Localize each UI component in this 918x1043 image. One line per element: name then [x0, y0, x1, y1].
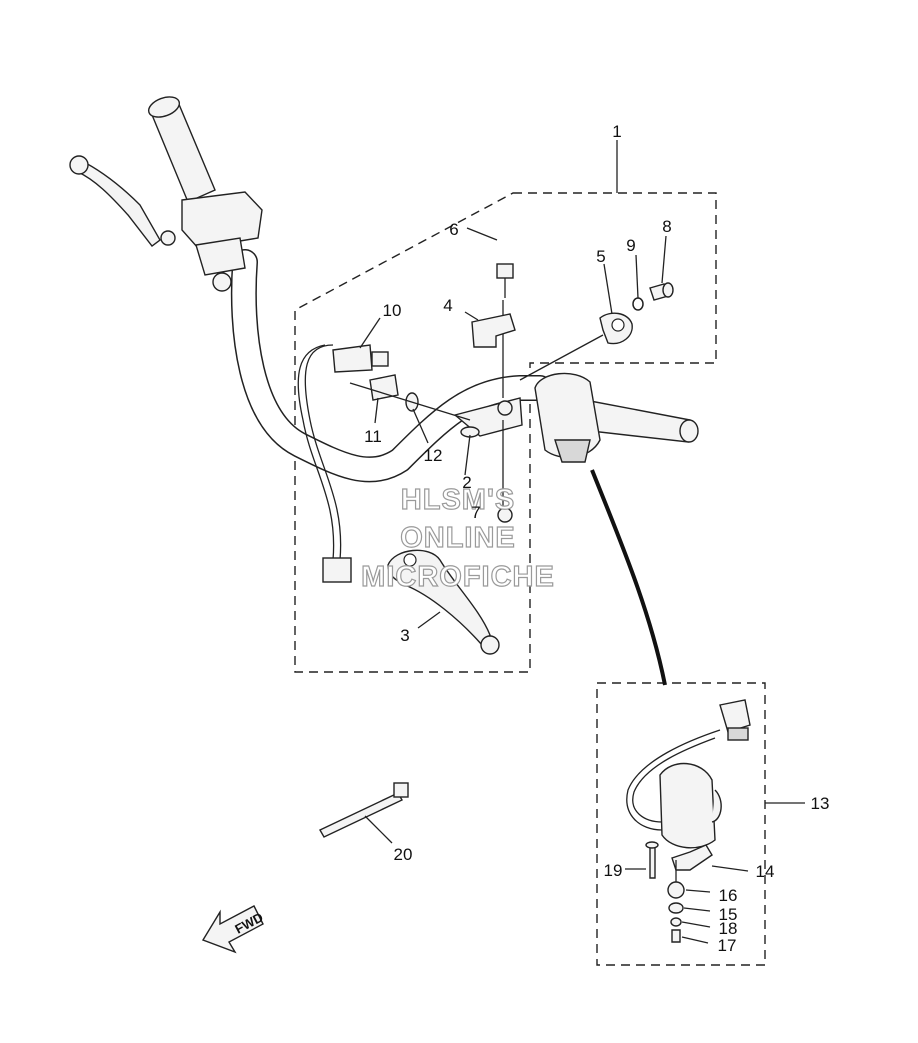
cable-tie — [319, 782, 409, 838]
left-grip — [147, 96, 216, 203]
lever-bolt — [496, 263, 514, 523]
callout-7: 7 — [471, 503, 480, 522]
callout-11: 11 — [364, 427, 382, 446]
callout-15: 15 — [719, 905, 738, 924]
callout-3: 3 — [400, 626, 409, 645]
circlip — [632, 297, 644, 311]
callout-18: 18 — [719, 919, 738, 938]
cable-adjuster — [349, 374, 471, 421]
callout-5: 5 — [596, 247, 605, 266]
fwd-arrow: FWD — [201, 905, 266, 954]
callout-19: 19 — [604, 861, 623, 880]
clutch-lever — [387, 549, 500, 655]
watermark-line-1: HLSM'S — [401, 484, 515, 516]
watermark: HLSM'S ONLINE MICROFICHE — [361, 483, 555, 593]
watermark-line-2: ONLINE — [400, 522, 516, 554]
clamp — [599, 312, 633, 345]
callout-6: 6 — [449, 220, 458, 239]
callout-8: 8 — [662, 217, 671, 236]
callout-4: 4 — [443, 296, 452, 315]
callout-17: 17 — [718, 936, 737, 955]
callout-13: 13 — [811, 794, 830, 813]
leader-lines — [359, 140, 805, 944]
callout-2: 2 — [462, 473, 471, 492]
callout-9: 9 — [626, 236, 635, 255]
callout-16: 16 — [719, 886, 738, 905]
callout-10: 10 — [383, 301, 402, 320]
clutch-switch — [297, 344, 389, 583]
callout-1: 1 — [612, 122, 621, 141]
assembly-1-outline — [294, 192, 717, 673]
master-cylinder — [69, 155, 263, 292]
fwd-label: FWD — [232, 910, 265, 937]
callout-labels: 1 2 3 4 5 6 7 8 9 10 11 12 13 14 15 16 1… — [364, 122, 829, 955]
watermark-line-3: MICROFICHE — [361, 561, 555, 593]
callout-14: 14 — [756, 862, 775, 881]
assembly-13-outline — [596, 682, 766, 966]
right-handlebar-switch — [534, 372, 699, 463]
callout-20: 20 — [394, 845, 413, 864]
callout-12: 12 — [424, 446, 443, 465]
handlebar — [230, 249, 553, 483]
handlebar-switch-assembly — [626, 699, 751, 943]
screw — [649, 282, 674, 301]
switch-bracket — [471, 313, 516, 348]
